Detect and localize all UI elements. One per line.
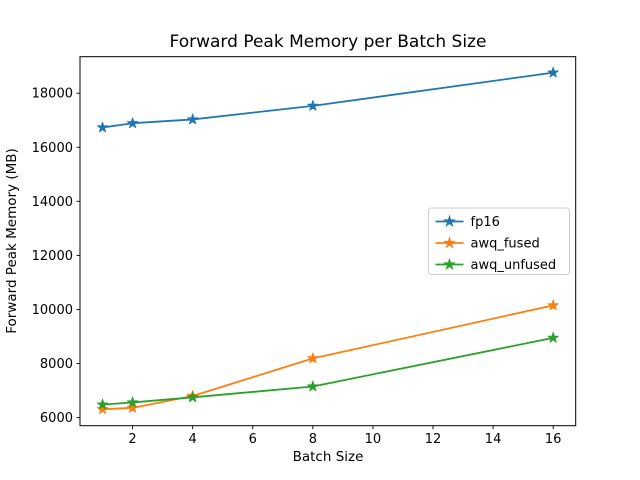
legend-label-awq_fused: awq_fused (471, 237, 540, 252)
x-tick-label: 4 (189, 432, 197, 447)
y-tick-label: 8000 (40, 357, 73, 372)
data-point-marker-fp16 (126, 117, 139, 129)
y-tick-label: 16000 (32, 141, 73, 156)
legend-label-fp16: fp16 (471, 215, 500, 230)
axes-spines (79, 56, 577, 427)
data-point-marker-awq_unfused (126, 396, 139, 408)
data-point-marker-awq_fused (126, 401, 139, 413)
legend-marker-awq_fused (443, 236, 456, 249)
y-tick-label: 10000 (32, 303, 73, 318)
x-tick-label: 2 (128, 432, 136, 447)
data-point-marker-fp16 (547, 66, 559, 78)
y-tick-label: 12000 (32, 249, 73, 264)
x-tick-label: 8 (309, 432, 317, 447)
chart-title: Forward Peak Memory per Batch Size (170, 32, 487, 52)
x-tick-label: 6 (249, 432, 257, 447)
x-tick-label: 10 (365, 432, 382, 447)
x-tick-label: 12 (425, 432, 442, 447)
y-tick-label: 18000 (32, 87, 73, 102)
data-point-marker-fp16 (307, 100, 319, 111)
plot-area: 2 4 6 8 10 12 14 16 6000 8000 10000 12000 14000 16000… (32, 56, 577, 447)
y-axis-label: Forward Peak Memory (MB) (4, 148, 20, 334)
data-point-marker-awq_fused (96, 403, 109, 415)
x-tick-label: 16 (545, 432, 562, 447)
data-point-marker-awq_unfused (307, 380, 319, 392)
y-tick-label: 14000 (32, 195, 73, 210)
legend-marker-fp16 (443, 214, 456, 227)
legend-box (428, 207, 570, 275)
legend-label-awq_unfused: awq_unfused (471, 258, 557, 273)
legend-marker-awq_unfused (443, 257, 456, 270)
data-point-marker-awq_fused (307, 352, 319, 364)
data-point-marker-awq_unfused (187, 391, 199, 403)
data-point-marker-awq_fused (547, 299, 559, 311)
y-tick-label: 6000 (40, 411, 73, 426)
data-point-marker-awq_unfused (547, 331, 559, 343)
data-point-marker-fp16 (96, 121, 109, 133)
data-point-marker-fp16 (187, 113, 199, 125)
x-tick-label: 14 (485, 432, 502, 447)
x-axis-label: Batch Size (293, 449, 364, 465)
data-point-marker-awq_unfused (96, 398, 109, 410)
